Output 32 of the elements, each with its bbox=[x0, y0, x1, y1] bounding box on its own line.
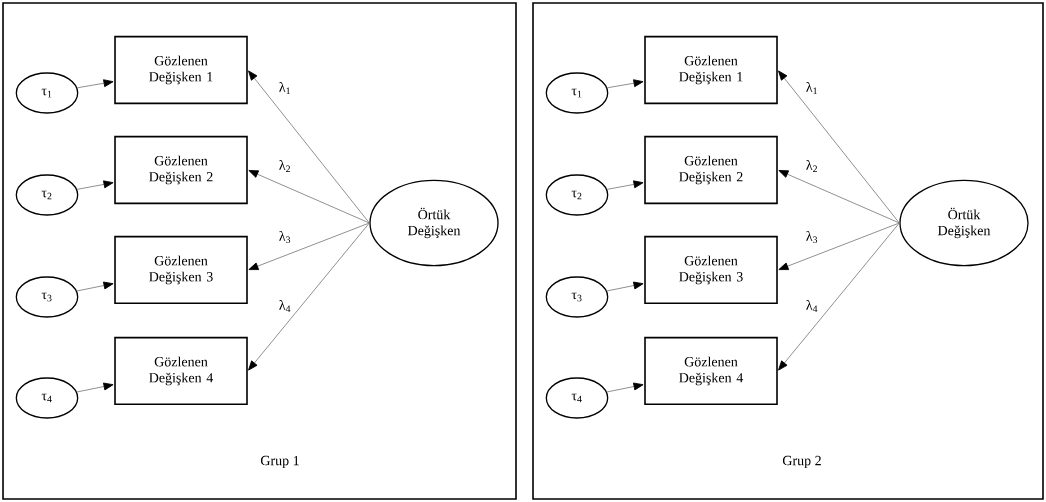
edge-label: λ$_{3}$ bbox=[277, 229, 293, 245]
edge-label: λ$_{2}$ bbox=[804, 158, 820, 174]
arrow bbox=[248, 70, 370, 224]
arrow bbox=[606, 79, 644, 89]
arrow bbox=[76, 180, 114, 190]
arrow bbox=[606, 382, 644, 393]
observed-variable-box: Gözlenen Değişken 3 bbox=[644, 235, 778, 305]
edge-label: λ$_{4}$ bbox=[277, 298, 293, 314]
arrow bbox=[778, 222, 900, 270]
arrow bbox=[248, 222, 370, 371]
observed-variable-box: Gözlenen Değişken 2 bbox=[114, 135, 248, 205]
arrow bbox=[778, 222, 900, 371]
observed-variable-box: Gözlenen Değişken 4 bbox=[114, 336, 248, 406]
edge-label: λ$_{3}$ bbox=[804, 229, 820, 245]
edge-label: λ$_{2}$ bbox=[277, 158, 293, 174]
arrow bbox=[248, 222, 370, 270]
arrow bbox=[778, 170, 900, 224]
observed-variable-box: Gözlenen Değişken 3 bbox=[114, 235, 248, 305]
arrow bbox=[76, 281, 114, 292]
observed-variable-box: Gözlenen Değişken 4 bbox=[644, 336, 778, 406]
arrow bbox=[76, 382, 114, 393]
edge-label: λ$_{4}$ bbox=[804, 298, 820, 314]
observed-variable-box: Gözlenen Değişken 1 bbox=[114, 35, 248, 105]
edge-label: λ$_{1}$ bbox=[804, 80, 820, 96]
edge-label: λ$_{1}$ bbox=[277, 80, 293, 96]
arrow bbox=[778, 70, 900, 224]
observed-variable-box: Gözlenen Değişken 1 bbox=[644, 35, 778, 105]
arrow bbox=[76, 79, 114, 89]
arrow bbox=[248, 170, 370, 224]
observed-variable-box: Gözlenen Değişken 2 bbox=[644, 135, 778, 205]
arrow bbox=[606, 180, 644, 190]
arrow bbox=[606, 281, 644, 292]
